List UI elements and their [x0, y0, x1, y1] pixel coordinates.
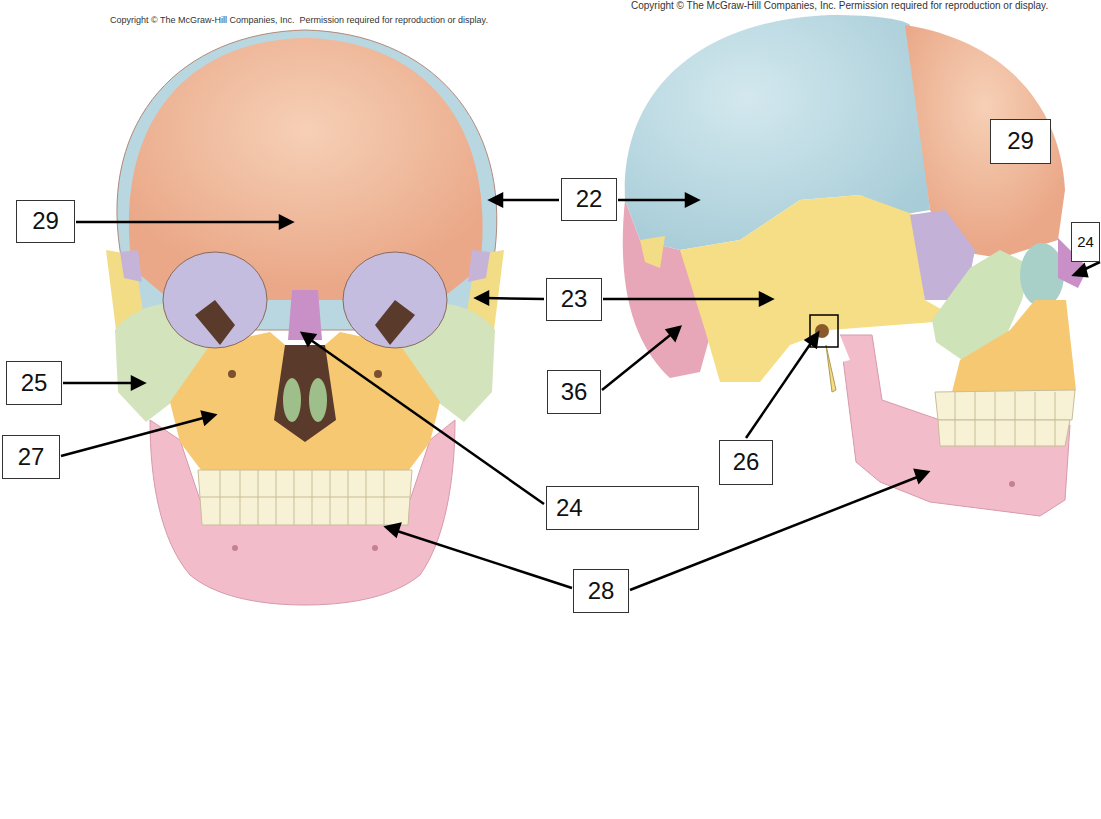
callout-box: 26: [719, 440, 773, 485]
callout-box: 24: [546, 486, 699, 530]
copyright-note: Copyright © The McGraw-Hill Companies, I…: [631, 0, 1048, 11]
callout-number: 23: [561, 286, 588, 312]
leader-lines: [61, 194, 1100, 590]
callout-box: 24: [1071, 222, 1100, 262]
callout-number: 28: [588, 578, 615, 604]
callout-box: 28: [573, 569, 629, 613]
callout-box: 29: [990, 119, 1051, 164]
callout-number: 26: [733, 449, 760, 475]
callout-box: 25: [6, 361, 62, 405]
copyright-note: Copyright © The McGraw-Hill Companies, I…: [110, 16, 488, 26]
callout-box: 22: [561, 178, 617, 221]
callout-box: 29: [16, 200, 75, 243]
callout-box: 27: [2, 435, 60, 479]
callout-number: 27: [18, 444, 45, 470]
callout-number: 24: [1077, 234, 1094, 251]
lateral-skull: [623, 15, 1088, 516]
callout-box: 36: [547, 370, 601, 414]
callout-number: 36: [561, 379, 588, 405]
callout-number: 29: [32, 208, 59, 234]
callout-number: 24: [556, 495, 583, 521]
callout-box: 23: [546, 278, 602, 321]
callout-number: 22: [576, 186, 603, 212]
highlight-box: [810, 315, 838, 347]
callout-number: 29: [1007, 128, 1034, 154]
anterior-skull: [106, 30, 504, 605]
callout-number: 25: [21, 370, 48, 396]
